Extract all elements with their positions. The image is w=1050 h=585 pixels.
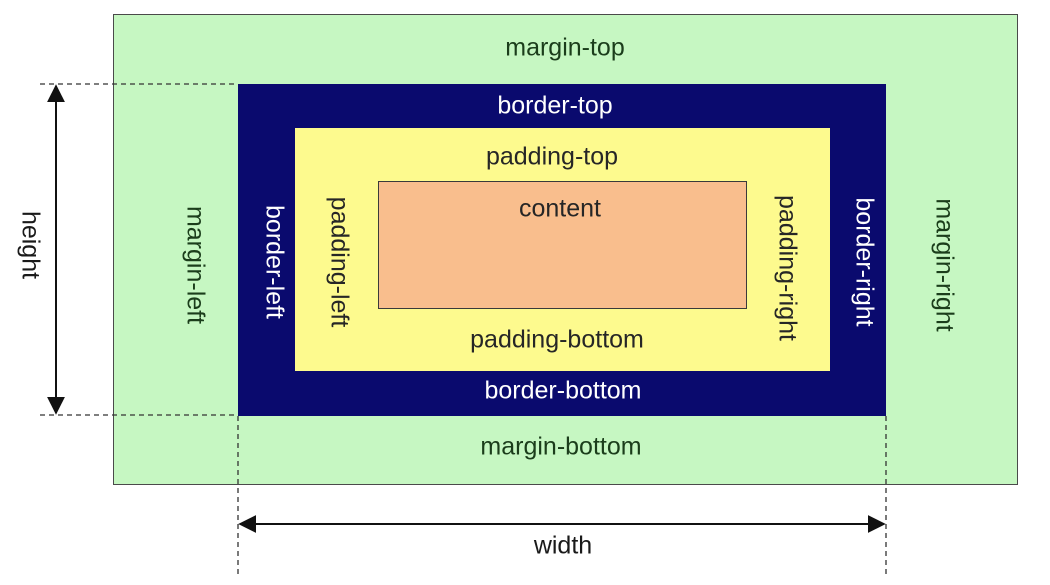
border-bottom-label: border-bottom — [484, 376, 642, 405]
margin-bottom-label: margin-bottom — [480, 432, 642, 461]
padding-bottom-label: padding-bottom — [470, 325, 644, 354]
height-label: height — [16, 210, 45, 280]
content-label: content — [518, 194, 602, 223]
width-label: width — [533, 531, 593, 560]
border-top-label: border-top — [497, 91, 613, 120]
content-area — [378, 181, 747, 309]
margin-top-label: margin-top — [505, 33, 625, 62]
padding-top-label: padding-top — [485, 142, 619, 171]
